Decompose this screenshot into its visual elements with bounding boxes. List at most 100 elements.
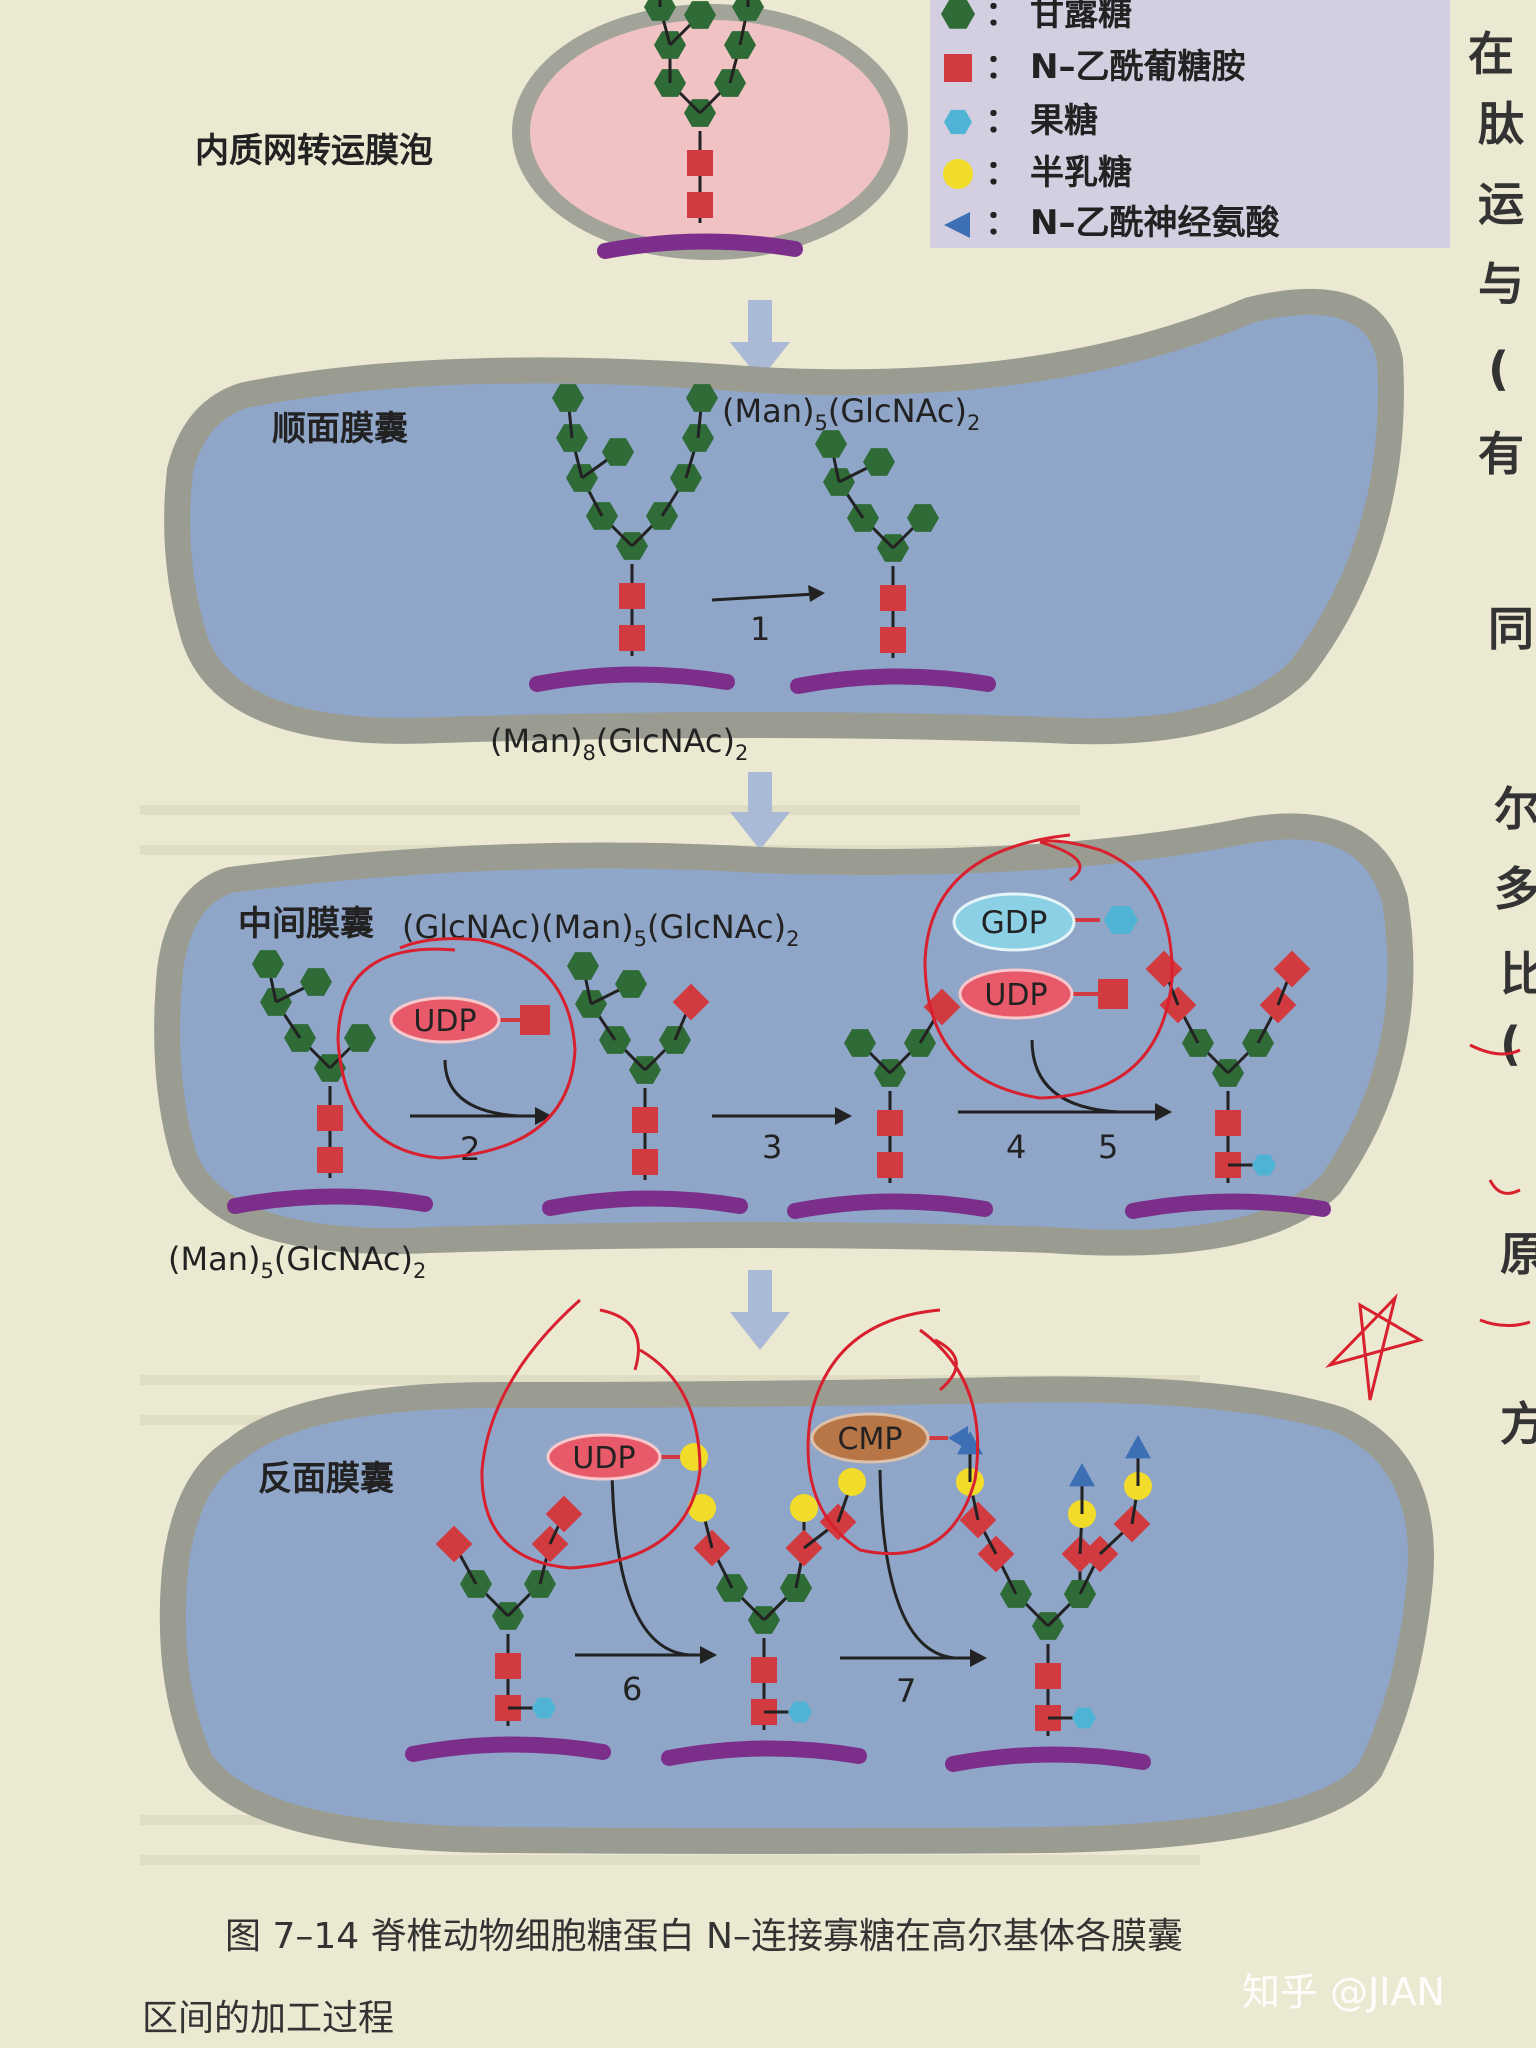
udp-label-5: UDP xyxy=(984,978,1047,1013)
mannose xyxy=(602,438,634,466)
legend-galactose-icon xyxy=(943,159,973,189)
pen-star xyxy=(1325,1292,1424,1401)
mannose xyxy=(344,1024,376,1052)
glycan-medial-trimmed xyxy=(787,988,993,1219)
trans-cisterna: 反面膜囊 xyxy=(159,1376,1434,1854)
udp-label-2: UDP xyxy=(413,1004,476,1039)
trans-cisterna-body xyxy=(159,1376,1434,1854)
pen-bracket-3 xyxy=(1479,1318,1531,1327)
figure-caption: 图 7–14 脊椎动物细胞糖蛋白 N–连接寡糖在高尔基体各膜囊 区间的加工过程 xyxy=(142,1916,1183,2039)
mannose xyxy=(615,970,647,998)
donor-glcnac-square-5 xyxy=(1098,979,1128,1009)
core-glcnac-2 xyxy=(1035,1663,1061,1689)
core-glcnac-1 xyxy=(632,1149,658,1175)
flow-arrow-cis-to-medial xyxy=(730,772,790,850)
formula-medial-bottom: (Man)5(GlcNAc)2 xyxy=(168,1240,426,1283)
margin-char-3: 与 xyxy=(1478,257,1524,311)
step-number-4: 4 xyxy=(1006,1128,1026,1166)
legend-label-sialic: N–乙酰神经氨酸 xyxy=(1030,203,1280,243)
mannose xyxy=(863,448,895,476)
pen-circle-step2 xyxy=(336,937,577,1160)
margin-char-13: 方 xyxy=(1500,1397,1536,1451)
reaction-arrow-45-head xyxy=(1155,1103,1172,1121)
glcnac xyxy=(545,1495,583,1533)
margin-char-2: 运 xyxy=(1478,177,1524,231)
caption-line-2: 区间的加工过程 xyxy=(142,1998,394,2039)
pen-bracket-2 xyxy=(1488,1179,1521,1195)
glcnac xyxy=(1273,950,1311,988)
pen-circle-step6 xyxy=(480,1298,702,1570)
vesicle-lumen xyxy=(530,20,890,244)
core-glcnac-1 xyxy=(687,192,713,218)
donor-galactose-circle xyxy=(680,1443,708,1471)
cmp-label: CMP xyxy=(838,1422,903,1457)
cis-cisterna: 顺面膜囊 xyxy=(164,288,1404,745)
er-transport-vesicle: 内质网转运膜泡 xyxy=(195,4,908,260)
pen-annotations xyxy=(336,833,1531,1570)
core-fucose xyxy=(1072,1707,1096,1729)
formula-cis-bottom: (Man)8(GlcNAc)2 xyxy=(490,722,748,765)
mannose xyxy=(815,430,847,458)
er-vesicle-label: 内质网转运膜泡 xyxy=(195,131,433,171)
watermark: 知乎 @JIAN xyxy=(1242,1970,1445,2014)
glycan-trans-sialylated-membrane xyxy=(945,1746,1151,1772)
mannose xyxy=(686,384,718,412)
formula-cis-top: (Man)5(GlcNAc)2 xyxy=(722,392,980,435)
cis-cisterna-body xyxy=(164,288,1404,745)
donor-glcnac-square-2 xyxy=(520,1005,550,1035)
core-glcnac-1 xyxy=(877,1152,903,1178)
margin-char-10: ( xyxy=(1500,1017,1521,1071)
glycan-medial-glcnac-man5 xyxy=(542,952,748,1216)
step-number-1: 1 xyxy=(750,610,770,648)
pen-circle-step45 xyxy=(923,833,1174,1100)
flow-arrow-medial-to-trans xyxy=(730,1270,790,1350)
galactose xyxy=(790,1494,818,1522)
glycan-cis-man5-membrane xyxy=(790,668,996,694)
margin-char-1: 肽 xyxy=(1478,97,1525,151)
glycan-trans-sialylated xyxy=(945,1431,1152,1772)
udp-pill-5 xyxy=(958,968,1074,1020)
sialic-acid xyxy=(1069,1463,1095,1487)
legend-glcnac-icon xyxy=(944,54,972,82)
glycan-trans-galactosylated-membrane xyxy=(661,1740,867,1766)
glycan-er-vesicle xyxy=(597,0,803,259)
legend-label-fucose: 果糖 xyxy=(1030,101,1098,141)
flow-arrow-er-to-cis xyxy=(730,300,790,380)
pen-circle-step7 xyxy=(806,1308,980,1556)
core-glcnac-2 xyxy=(619,583,645,609)
mannose xyxy=(732,0,764,21)
cmp-pill xyxy=(810,1412,930,1464)
cmp-sialic-donor-step7: CMP xyxy=(810,1412,968,1464)
glycan-medial-man5 xyxy=(227,950,433,1214)
legend-colon-fucose: ： xyxy=(985,101,1019,141)
pen-bracket-1 xyxy=(1469,1043,1521,1056)
reaction-arrow-7-head xyxy=(970,1649,987,1667)
glycan-cis-man8-membrane xyxy=(529,666,735,692)
udp-glcnac-donor-step5: UDP xyxy=(958,968,1128,1020)
mannose xyxy=(844,1029,876,1057)
reaction-arrow-1 xyxy=(711,592,816,602)
glycan-trans-agalacto-membrane xyxy=(405,1736,611,1762)
core-glcnac-1 xyxy=(619,625,645,651)
udp-glcnac-donor-step2: UDP xyxy=(389,996,550,1044)
legend-icons xyxy=(941,0,975,238)
margin-char-9: 比 xyxy=(1500,947,1536,1001)
glycan-trans-galactosylated xyxy=(661,1468,867,1766)
galactose xyxy=(838,1468,866,1496)
step-number-5: 5 xyxy=(1098,1128,1118,1166)
glycan-medial-fucosylated-membrane xyxy=(1125,1193,1331,1219)
core-fucose xyxy=(1252,1154,1276,1176)
donor-sialic-triangle xyxy=(948,1426,968,1450)
udp-pill-6 xyxy=(546,1433,662,1481)
udp-pill-2 xyxy=(389,996,501,1044)
core-glcnac-2 xyxy=(495,1653,521,1679)
core-glcnac-1 xyxy=(880,627,906,653)
step-number-2: 2 xyxy=(460,1130,480,1168)
margin-char-7: 尔 xyxy=(1494,782,1536,836)
step-number-7: 7 xyxy=(896,1672,916,1710)
reaction-donor-curve-6 xyxy=(610,1469,691,1657)
core-fucose xyxy=(788,1701,812,1723)
gdp-label: GDP xyxy=(981,905,1048,941)
core-glcnac-2 xyxy=(877,1110,903,1136)
